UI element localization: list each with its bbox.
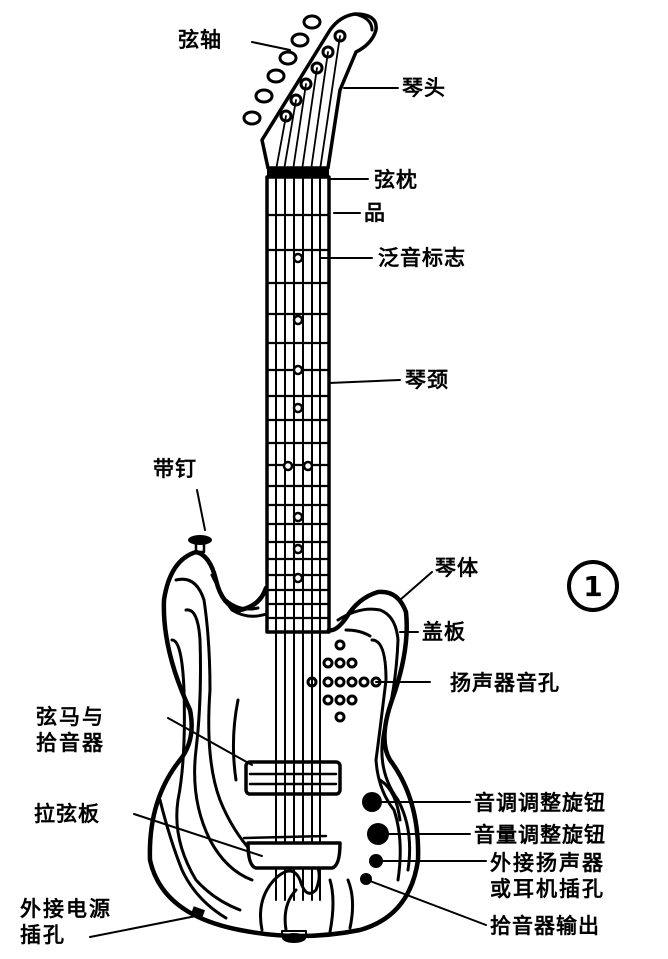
- figure-number: 1: [567, 560, 619, 612]
- label-position-markers: 泛音标志: [378, 246, 466, 270]
- knobs-shape: [360, 792, 389, 885]
- label-tailpiece: 拉弦板: [34, 802, 100, 826]
- label-fret: 品: [364, 201, 386, 225]
- label-tuning-pegs: 弦轴: [178, 28, 222, 52]
- body-shape: [147, 535, 421, 943]
- leader-lines: [89, 41, 487, 938]
- label-power-jack-line2: 插孔: [20, 923, 66, 947]
- label-bridge-line2: 拾音器: [36, 731, 105, 755]
- label-headphone-jack-line1: 外接扬声器: [490, 851, 605, 875]
- nut-shape: [267, 168, 329, 177]
- label-tone-knob: 音调调整旋钮: [474, 791, 606, 815]
- tailpiece-shape: [242, 834, 342, 870]
- label-headphone-jack-line2: 或耳机插孔: [490, 877, 605, 901]
- speaker-holes-shape: [306, 639, 382, 723]
- label-bridge-line1: 弦马与: [36, 705, 105, 729]
- label-pickguard: 盖板: [422, 620, 466, 644]
- label-nut: 弦枕: [374, 168, 418, 192]
- label-strap-button: 带钉: [153, 457, 197, 481]
- label-body: 琴体: [435, 556, 479, 580]
- label-neck: 琴颈: [405, 368, 449, 392]
- label-volume-knob: 音量调整旋钮: [474, 823, 606, 847]
- headstock-shape: [242, 12, 378, 171]
- figure-number-text: 1: [583, 569, 603, 603]
- label-headstock: 琴头: [402, 76, 446, 100]
- label-speaker-holes: 扬声器音孔: [450, 671, 560, 695]
- label-power-jack-line1: 外接电源: [20, 897, 112, 921]
- label-pickup-output: 拾音器输出: [490, 914, 600, 938]
